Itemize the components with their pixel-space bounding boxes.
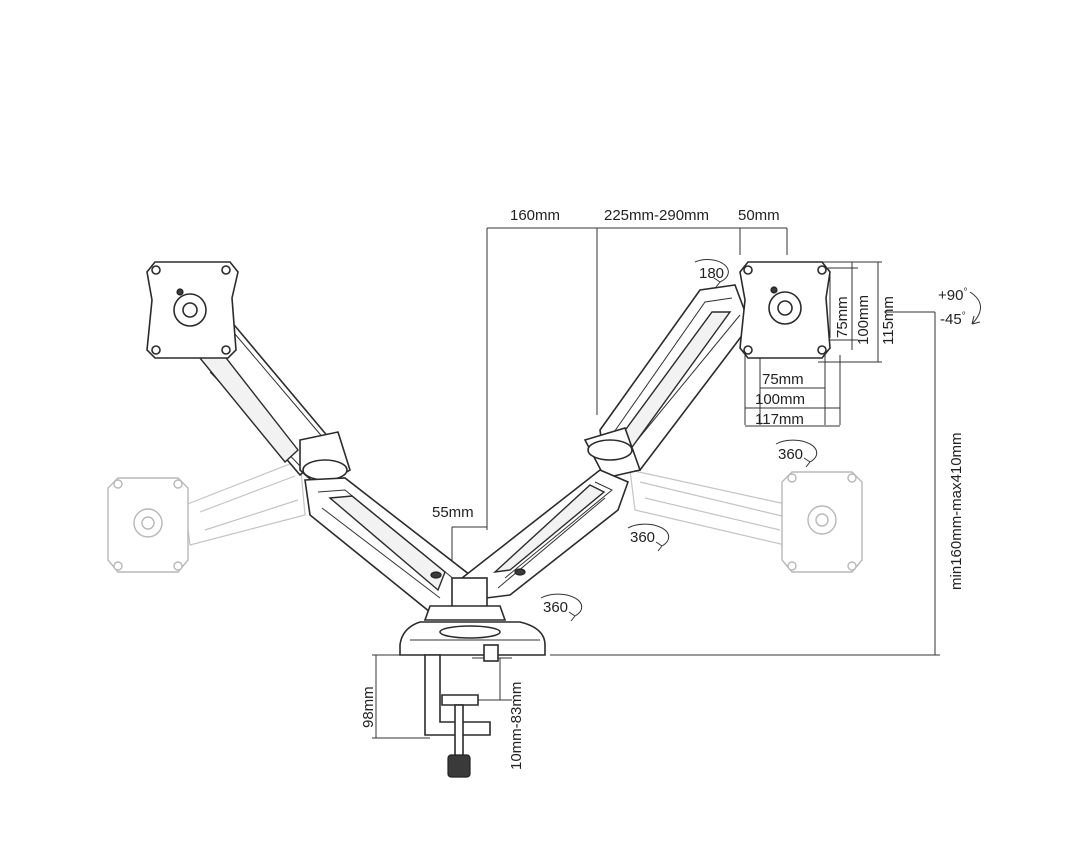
vesa-height-100-label: 100mm: [855, 295, 872, 345]
right-vesa-plate: [739, 261, 831, 359]
tilt-indicator: +90° -45°: [938, 287, 981, 328]
rotation-360-upper-indicator: 360: [775, 439, 818, 468]
rotation-360-mid-label: 360: [630, 529, 655, 546]
pole-width-label: 55mm: [432, 504, 474, 521]
rotation-360-upper-label: 360: [778, 446, 803, 463]
vesa-width-75-label: 75mm: [762, 371, 804, 388]
desk-clamp: [424, 644, 499, 778]
vesa-width-100-label: 100mm: [755, 391, 805, 408]
curved-tilt-arrow-icon: [969, 291, 981, 325]
right-arm: [461, 284, 751, 601]
circular-arrow-icon: [540, 593, 583, 617]
tilt-down-label: -45: [940, 311, 962, 328]
tilt-up-degree: °: [963, 287, 967, 298]
rotation-180-label: 180: [699, 265, 724, 282]
rotation-180-indicator: 180: [694, 259, 729, 288]
base-plate: [399, 621, 546, 656]
svg-text:+90°: +90°: [938, 287, 967, 304]
ghost-left-monitor-position: [107, 459, 306, 573]
center-pole: [423, 577, 507, 621]
circular-arrow-icon: [627, 523, 670, 547]
tray-offset-label: 50mm: [738, 207, 780, 224]
left-vesa-plate: [146, 261, 239, 359]
vesa-height-75-label: 75mm: [834, 296, 851, 338]
left-arm: [188, 318, 471, 613]
arm-extension-label: 225mm-290mm: [604, 207, 709, 224]
height-range-label: min160mm-max410mm: [948, 432, 965, 590]
tilt-up-label: +90: [938, 287, 963, 304]
rotation-360-base-indicator: 360: [540, 593, 583, 622]
arm-reach-label: 160mm: [510, 207, 560, 224]
desk-thickness-label: 10mm-83mm: [508, 682, 525, 770]
plate-height-label: 115mm: [880, 296, 897, 345]
ghost-right-monitor-position: [629, 469, 863, 573]
clamp-height-label: 98mm: [360, 686, 377, 728]
dimension-lines: [372, 227, 940, 739]
rotation-360-mid-indicator: 360: [627, 523, 670, 552]
circular-arrow-icon: [775, 439, 818, 463]
plate-width-label: 117mm: [755, 411, 804, 428]
svg-text:-45°: -45°: [940, 311, 966, 328]
circular-arrow-icon: [694, 259, 729, 283]
rotation-360-base-label: 360: [543, 599, 568, 616]
tilt-down-degree: °: [962, 311, 966, 322]
